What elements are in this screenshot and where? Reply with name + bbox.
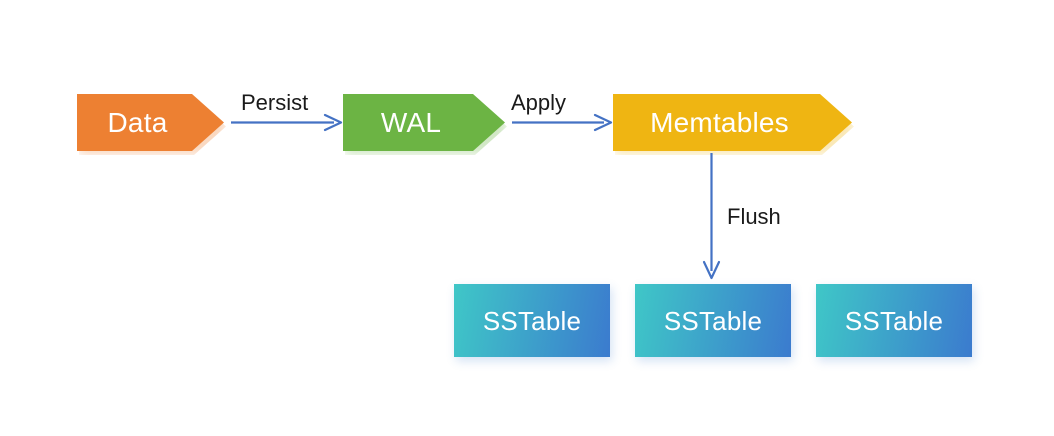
connector-flush-arrowhead bbox=[702, 260, 721, 280]
node-sstable-1[interactable]: SSTable bbox=[454, 284, 610, 357]
node-memtables[interactable]: Memtables bbox=[613, 94, 852, 151]
node-sstable-2[interactable]: SSTable bbox=[635, 284, 791, 357]
node-sstable-2-label: SSTable bbox=[663, 305, 763, 336]
connector-flush bbox=[702, 153, 721, 280]
connector-apply-label: Apply bbox=[511, 90, 567, 115]
connector-persist bbox=[231, 113, 343, 132]
connector-persist-label: Persist bbox=[241, 90, 309, 115]
connector-flush-label: Flush bbox=[727, 204, 781, 229]
node-sstable-3[interactable]: SSTable bbox=[816, 284, 972, 357]
node-wal-label: WAL bbox=[380, 106, 442, 138]
connector-apply bbox=[512, 113, 613, 132]
node-sstable-1-label: SSTable bbox=[482, 305, 582, 336]
node-data-label: Data bbox=[107, 106, 168, 138]
node-data[interactable]: Data bbox=[77, 94, 224, 151]
node-sstable-3-label: SSTable bbox=[844, 305, 944, 336]
connector-apply-arrowhead bbox=[593, 113, 613, 132]
connector-persist-arrowhead bbox=[323, 113, 343, 132]
node-wal[interactable]: WAL bbox=[343, 94, 505, 151]
node-memtables-label: Memtables bbox=[650, 106, 789, 138]
